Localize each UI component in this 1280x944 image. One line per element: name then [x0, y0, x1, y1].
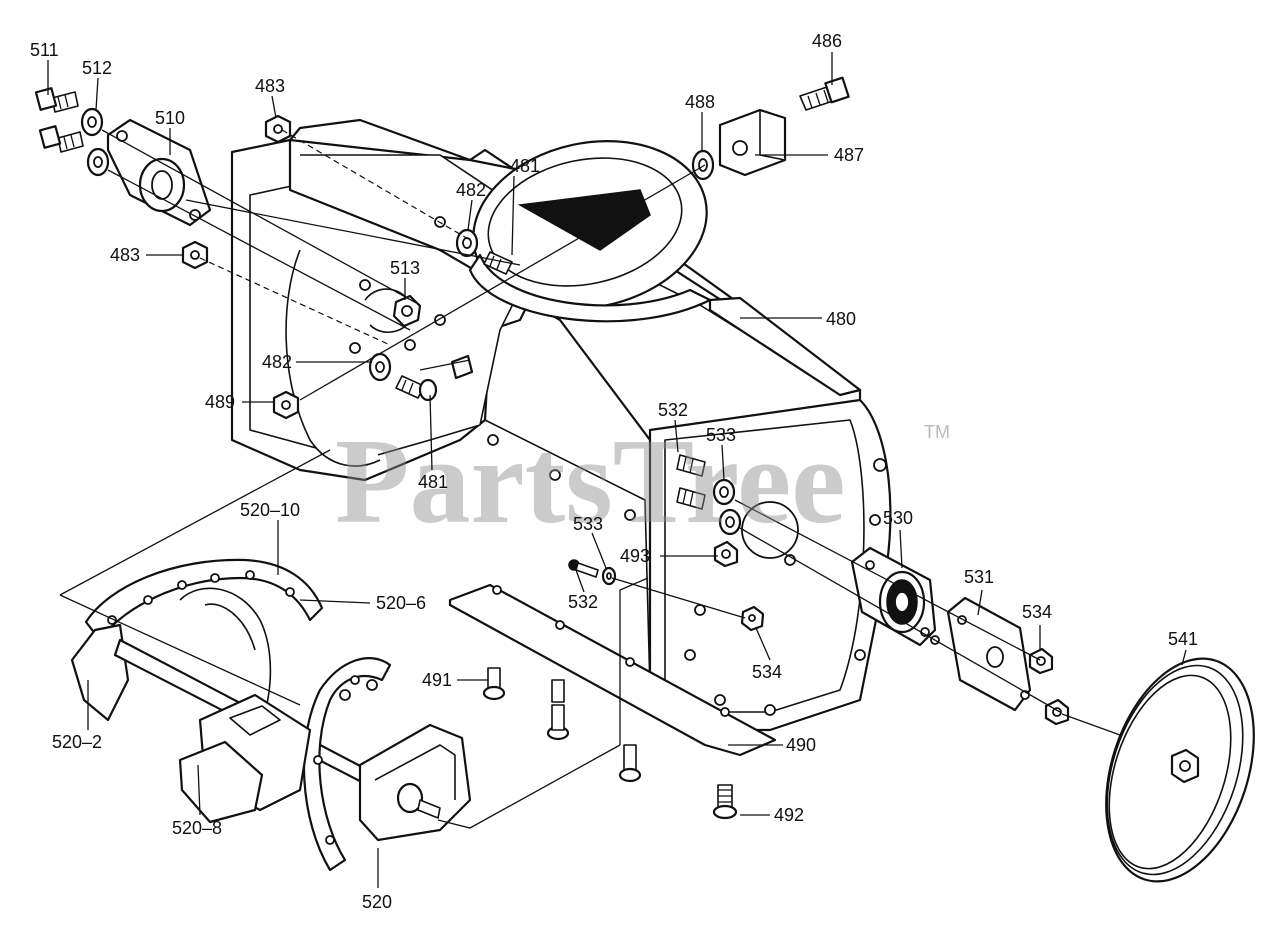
callout-leaders	[47, 52, 1187, 888]
callout-520-8: 520–8	[172, 818, 222, 838]
callout-510: 510	[155, 108, 185, 128]
bolts-511	[34, 87, 84, 153]
callout-486: 486	[812, 31, 842, 51]
washers-512	[80, 107, 110, 177]
watermark-trademark: TM	[924, 422, 950, 442]
callout-492: 492	[774, 805, 804, 825]
small-washer-533	[601, 566, 617, 586]
callout-520-10: 520–10	[240, 500, 300, 520]
bolt-486	[799, 76, 850, 111]
callout-483-left: 483	[110, 245, 140, 265]
callout-520-2: 520–2	[52, 732, 102, 752]
callout-534-right: 534	[1022, 602, 1052, 622]
callout-483-top: 483	[255, 76, 285, 96]
callout-481-bottom: 481	[418, 472, 448, 492]
callout-533-small: 533	[573, 514, 603, 534]
callout-482-left: 482	[262, 352, 292, 372]
callout-530: 530	[883, 508, 913, 528]
washer-488	[691, 149, 715, 181]
bolts-532	[676, 454, 706, 510]
auger-assembly-520	[70, 558, 472, 872]
bracket-531	[930, 596, 1032, 712]
callout-480: 480	[826, 309, 856, 329]
carriage-bolt-492	[712, 784, 738, 820]
carriage-bolts-491	[482, 667, 642, 783]
nut-483-left	[181, 240, 209, 270]
callout-487: 487	[834, 145, 864, 165]
callout-534-center: 534	[752, 662, 782, 682]
callout-488: 488	[685, 92, 715, 112]
nut-483-top	[264, 114, 292, 144]
scraper-bar-490	[448, 583, 777, 757]
callout-533-top: 533	[706, 425, 736, 445]
nut-513	[392, 294, 422, 328]
callout-482-top: 482	[456, 180, 486, 200]
partstree-watermark: PartsTree TM	[335, 414, 950, 549]
callout-532-top: 532	[658, 400, 688, 420]
callout-490: 490	[786, 735, 816, 755]
auger-reference-lines	[59, 449, 649, 829]
callout-513: 513	[390, 258, 420, 278]
callout-labels: 511 512 510 483 486 488 487 483 513 482 …	[30, 31, 1198, 912]
watermark-text: PartsTree	[335, 414, 845, 549]
nut-493	[713, 540, 739, 568]
callout-491: 491	[422, 670, 452, 690]
callout-520: 520	[362, 892, 392, 912]
callout-541: 541	[1168, 629, 1198, 649]
nut-534-center	[740, 605, 765, 632]
callout-511: 511	[30, 40, 59, 60]
small-bolt-532	[568, 559, 599, 578]
nuts-534-right	[1028, 647, 1070, 726]
nut-489	[272, 390, 300, 420]
callout-481-top: 481	[510, 156, 540, 176]
callout-531: 531	[964, 567, 994, 587]
bearing-flange-510	[106, 118, 212, 227]
callout-489: 489	[205, 392, 235, 412]
washers-482	[368, 228, 479, 382]
callout-512: 512	[82, 58, 112, 78]
bolts-481	[395, 251, 513, 402]
callout-520-6: 520–6	[376, 593, 426, 613]
chute-bracket-487	[718, 108, 787, 177]
callout-493: 493	[620, 546, 650, 566]
alignment-lines-left	[101, 129, 706, 401]
alignment-lines-right	[611, 499, 1121, 736]
pulley-541	[1105, 657, 1255, 883]
callout-532-small: 532	[568, 592, 598, 612]
